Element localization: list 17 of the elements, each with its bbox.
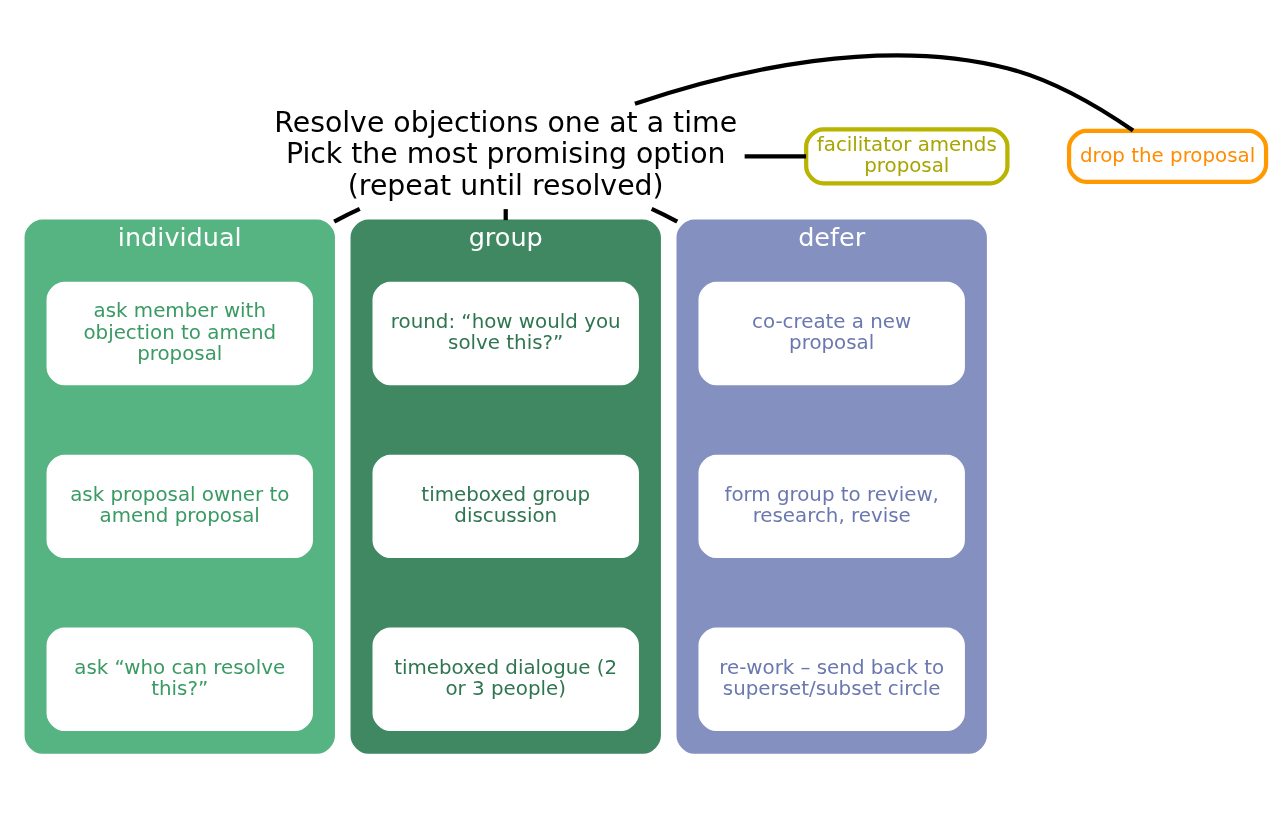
node-box: ask proposal owner to amend proposal [46, 454, 313, 559]
connector [333, 207, 361, 224]
node-box: ask “who can resolve this?” [46, 627, 313, 732]
node-box: form group to review, research, revise [698, 454, 965, 559]
node-box: drop the proposal [1066, 128, 1269, 184]
node-text: Resolve objections one at a time Pick the most promising option (repeat until resolved) [274, 106, 738, 202]
node-box: co-create a new proposal [698, 281, 965, 386]
node-box: timeboxed group discussion [372, 454, 639, 559]
node-box: re-work – send back to superset/subset circle [698, 627, 965, 732]
node-box: round: “how would you solve this?” [372, 281, 639, 386]
node-box: ask member with objection to amend proposal [46, 281, 313, 386]
connector [634, 53, 1135, 133]
connector [503, 209, 508, 221]
node-box: facilitator amends proposal [804, 127, 1010, 186]
node-box: timeboxed dialogue (2 or 3 people) [372, 627, 639, 732]
connector [650, 207, 679, 224]
connector [744, 154, 807, 159]
